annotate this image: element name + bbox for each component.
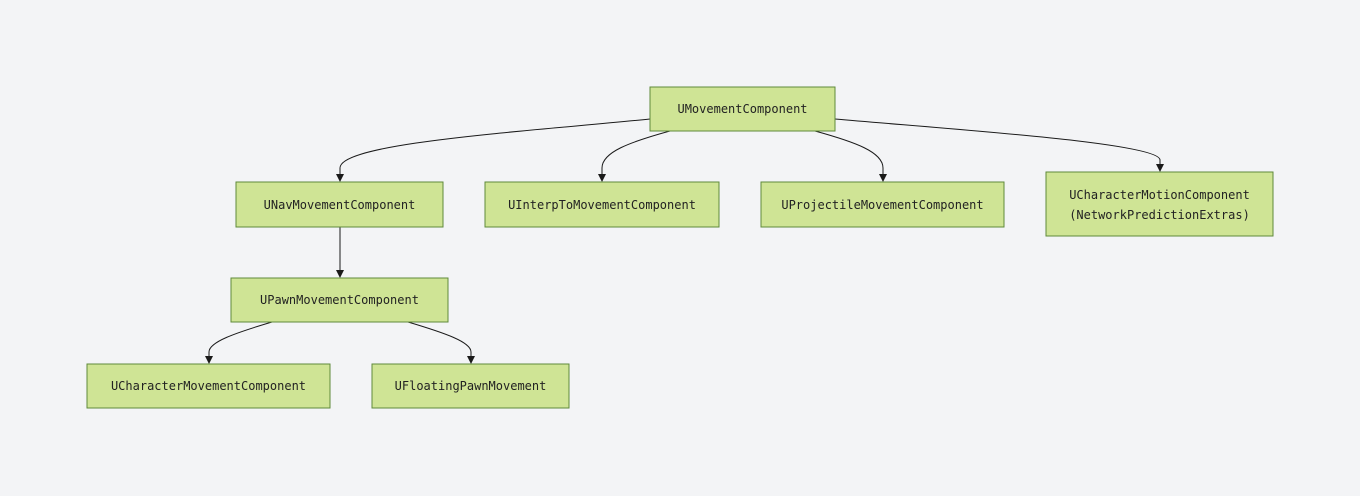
- edge-movement-to-charactermotion: [834, 118, 1164, 172]
- node-label: UProjectileMovementComponent: [781, 198, 983, 212]
- node-uinterptomovementcomponent[interactable]: UInterpToMovementComponent: [484, 181, 720, 228]
- node-unavmovementcomponent[interactable]: UNavMovementComponent: [235, 181, 444, 228]
- edges: [205, 118, 1164, 364]
- node-umovementcomponent[interactable]: UMovementComponent: [649, 86, 836, 132]
- node-ucharactermotioncomponent[interactable]: UCharacterMotionComponent (NetworkPredic…: [1045, 171, 1274, 237]
- node-upawnmovementcomponent[interactable]: UPawnMovementComponent: [230, 277, 449, 323]
- node-ufloatingpawnmovement[interactable]: UFloatingPawnMovement: [371, 363, 570, 409]
- node-label: UInterpToMovementComponent: [508, 198, 696, 212]
- node-label: UFloatingPawnMovement: [395, 379, 547, 393]
- node-label: UNavMovementComponent: [264, 198, 416, 212]
- edge-movement-to-nav: [336, 118, 651, 182]
- edge-pawn-to-floating: [407, 321, 475, 364]
- node-ucharactermovementcomponent[interactable]: UCharacterMovementComponent: [86, 363, 331, 409]
- node-label-line-2: (NetworkPredictionExtras): [1069, 208, 1250, 222]
- node-label: UCharacterMovementComponent: [111, 379, 306, 393]
- node-label: UMovementComponent: [677, 102, 807, 116]
- edge-movement-to-interpto: [598, 130, 671, 182]
- node-label-line-1: UCharacterMotionComponent: [1069, 188, 1250, 202]
- edge-movement-to-projectile: [814, 130, 887, 182]
- node-uprojectilemovementcomponent[interactable]: UProjectileMovementComponent: [760, 181, 1005, 228]
- node-label: UPawnMovementComponent: [260, 293, 419, 307]
- edge-pawn-to-character: [205, 321, 273, 364]
